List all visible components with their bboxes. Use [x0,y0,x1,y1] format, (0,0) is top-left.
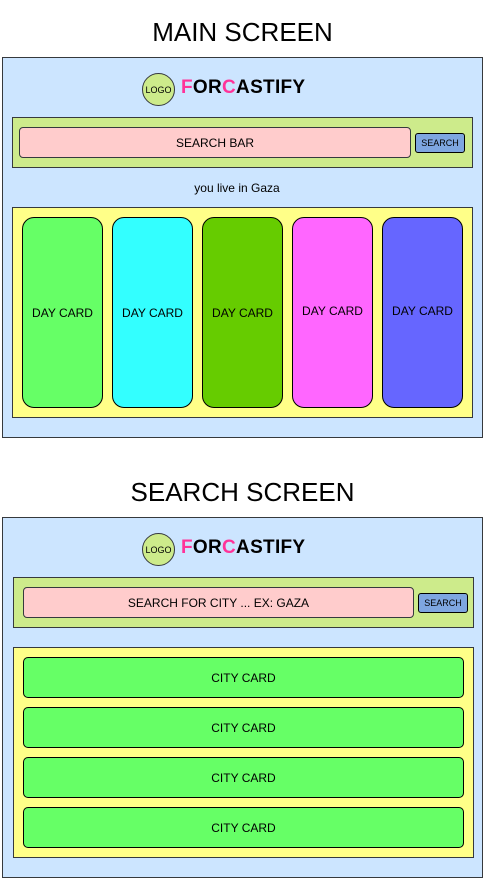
main-screen-title: MAIN SCREEN [152,17,333,47]
city-search-button[interactable]: SEARCH [418,593,468,613]
day-card[interactable]: DAY CARD [292,217,373,408]
city-card[interactable]: CITY CARD [23,807,464,848]
day-card[interactable]: DAY CARD [382,217,463,408]
main-brand-title: FORCASTIFY [181,77,306,98]
city-card[interactable]: CITY CARD [23,657,464,698]
search-screen-title: SEARCH SCREEN [130,477,355,507]
city-card[interactable]: CITY CARD [23,757,464,798]
main-search-bar[interactable]: SEARCH BAR [19,127,411,158]
day-card[interactable]: DAY CARD [22,217,103,408]
city-card[interactable]: CITY CARD [23,707,464,748]
day-card[interactable]: DAY CARD [112,217,193,408]
main-logo: LOGO [142,73,175,106]
main-search-button[interactable]: SEARCH [415,133,465,153]
search-logo: LOGO [142,533,175,566]
location-text: you live in Gaza [194,181,280,195]
city-search-input[interactable]: SEARCH FOR CITY ... EX: GAZA [23,587,414,618]
day-card[interactable]: DAY CARD [202,217,283,408]
search-brand-title: FORCASTIFY [181,537,306,558]
